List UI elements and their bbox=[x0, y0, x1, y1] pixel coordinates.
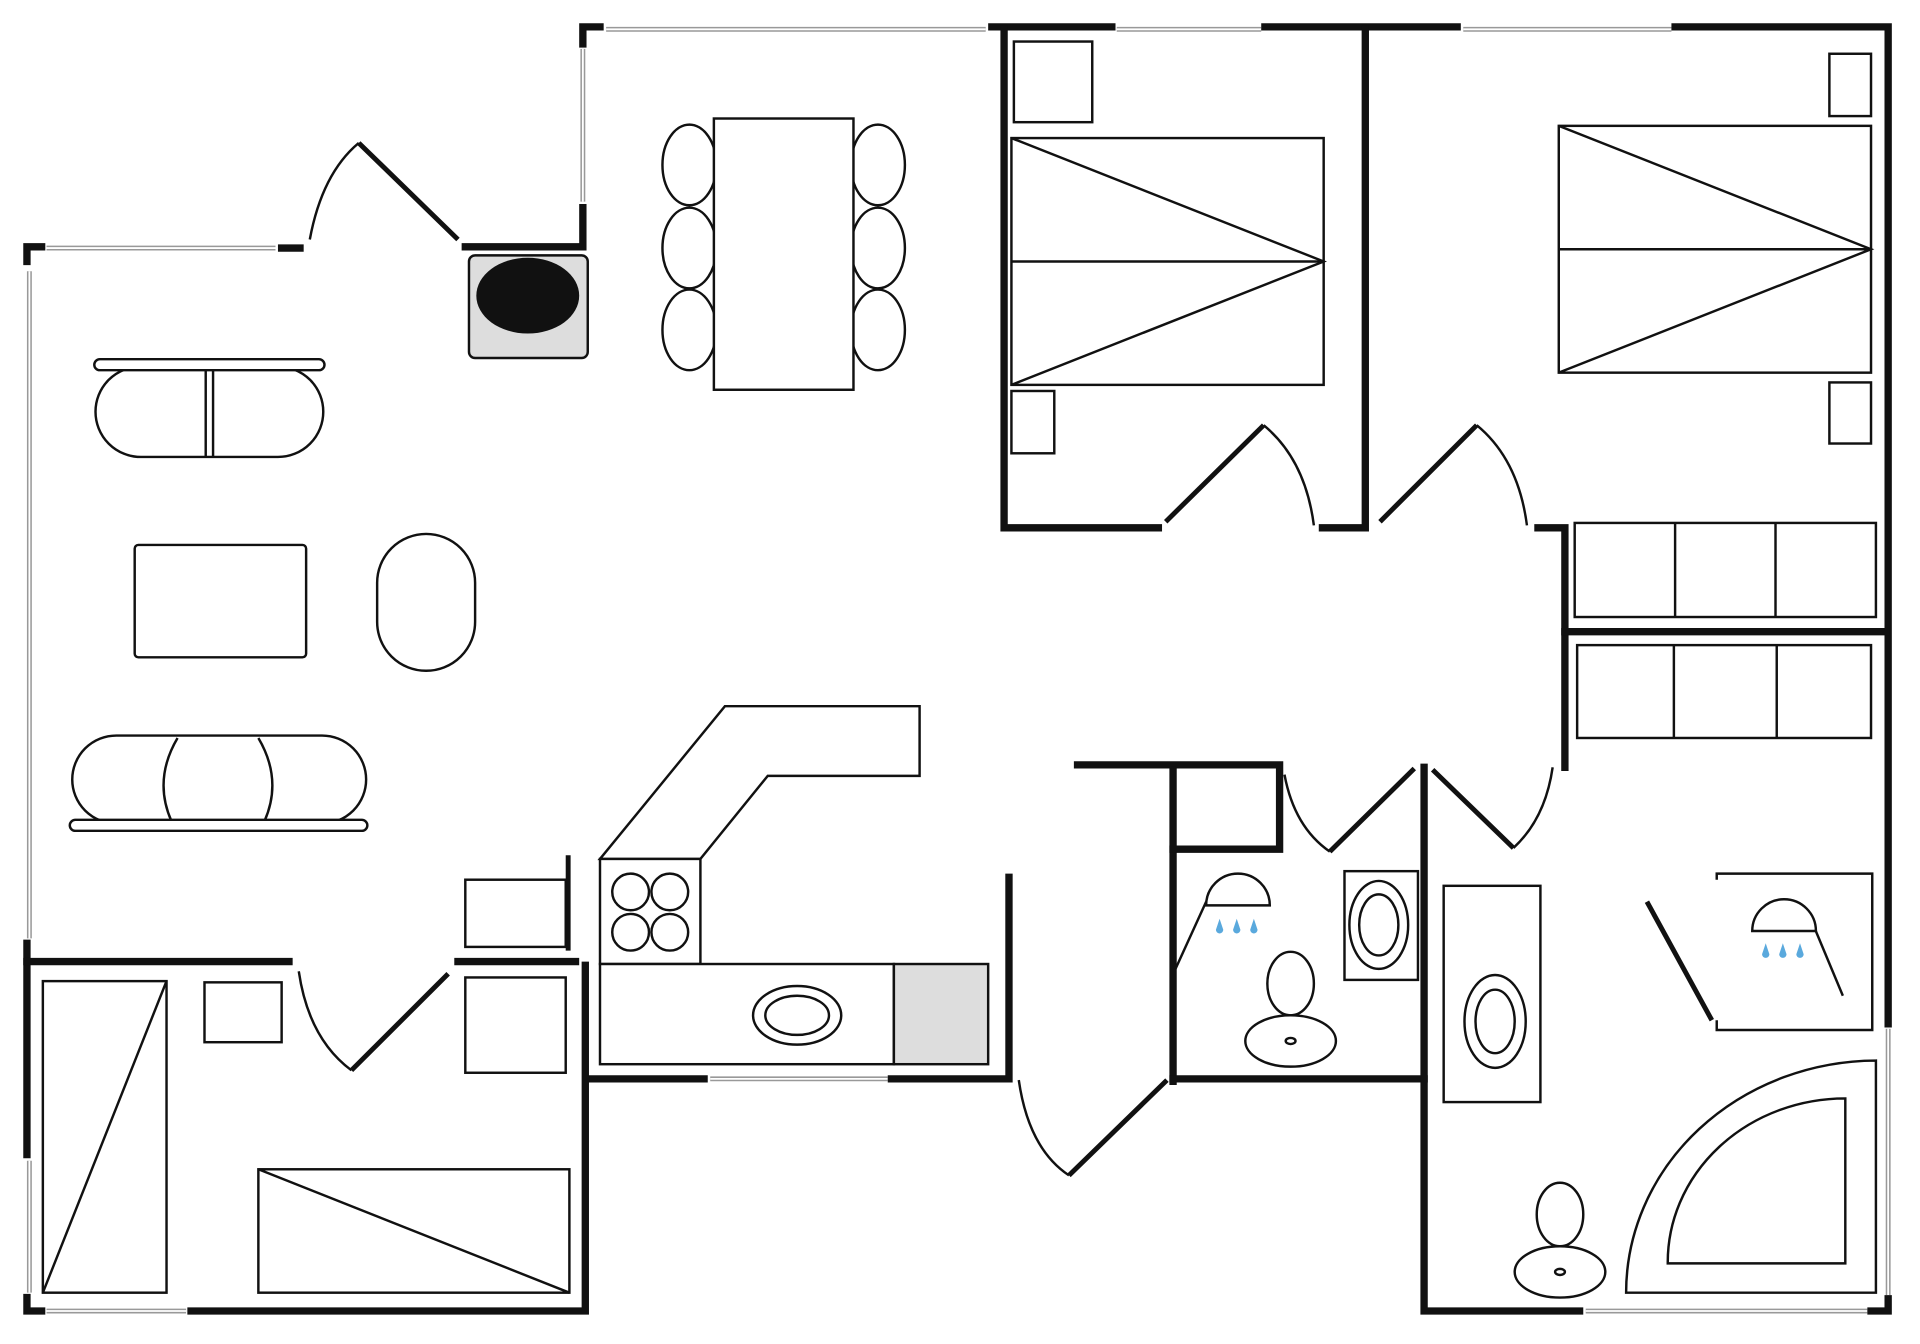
cabinet-icon bbox=[464, 878, 567, 949]
coffee-table-icon bbox=[133, 543, 308, 659]
armchair-icon bbox=[375, 532, 477, 672]
bed-icon bbox=[1557, 52, 1875, 445]
windows bbox=[26, 26, 1891, 1314]
bed-icon bbox=[41, 979, 571, 1294]
cabinet-icon bbox=[464, 976, 567, 1074]
kitchen-counter-icon bbox=[597, 704, 990, 1066]
walls bbox=[23, 23, 1892, 1315]
wardrobe-icon bbox=[1573, 521, 1878, 740]
dining-table-icon bbox=[661, 117, 907, 391]
sofa-icon bbox=[93, 357, 326, 459]
shower-icon bbox=[1174, 872, 1272, 970]
bathtub-icon bbox=[1624, 1059, 1878, 1294]
bed-icon bbox=[1010, 40, 1327, 455]
sink-icon bbox=[1343, 869, 1420, 982]
toilet-icon bbox=[1244, 950, 1338, 1068]
shower-icon bbox=[1715, 872, 1874, 1032]
sink-icon bbox=[1442, 884, 1542, 1104]
doors bbox=[297, 141, 1714, 1178]
sofa-icon bbox=[68, 734, 369, 833]
toilet-icon bbox=[1513, 1181, 1607, 1299]
fireplace-icon bbox=[467, 254, 589, 360]
